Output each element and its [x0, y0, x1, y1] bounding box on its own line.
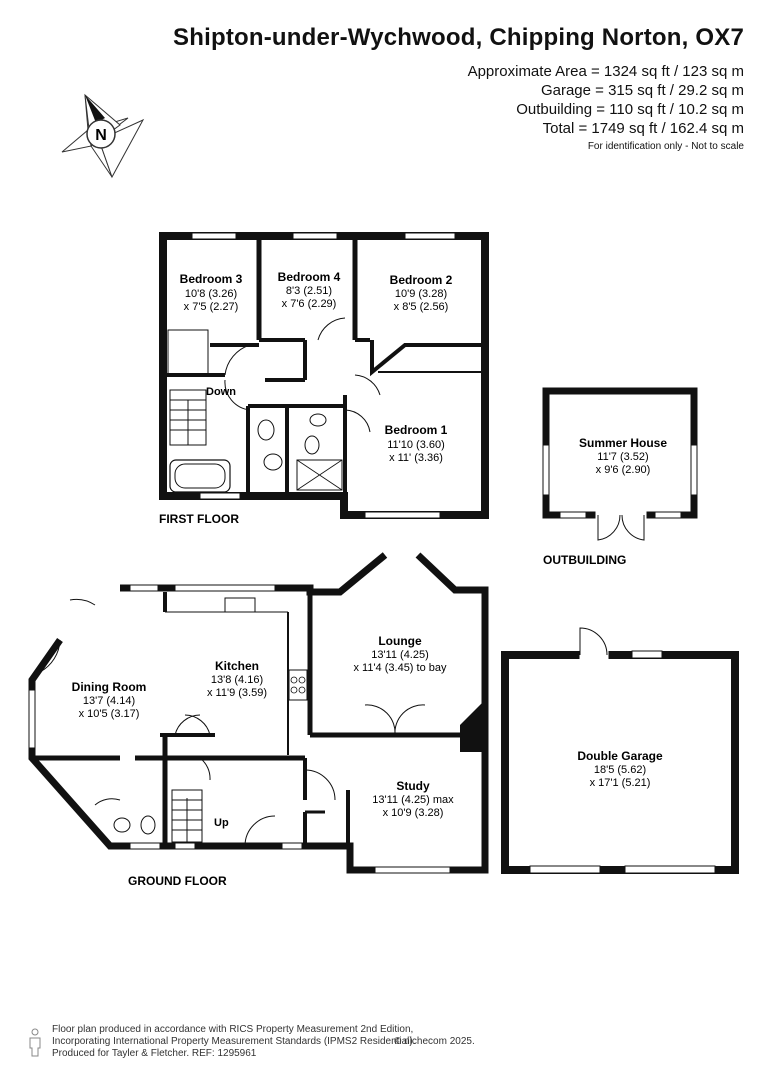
svg-text:10'8 (3.26): 10'8 (3.26) [185, 288, 237, 300]
svg-text:Study: Study [396, 779, 430, 793]
svg-text:Lounge: Lounge [378, 634, 422, 648]
svg-text:13'11 (4.25) max: 13'11 (4.25) max [372, 794, 454, 806]
garage-area: Garage = 315 sq ft / 29.2 sq m [540, 82, 744, 99]
stairs-up-label: Up [214, 817, 229, 829]
svg-text:18'5 (5.62): 18'5 (5.62) [594, 764, 646, 776]
room-study: Study 13'11 (4.25) max x 10'9 (3.28) [372, 779, 454, 819]
svg-text:x 9'6 (2.90): x 9'6 (2.90) [596, 464, 651, 476]
room-kitchen: Kitchen 13'8 (4.16) x 11'9 (3.59) [207, 659, 267, 699]
room-bedroom-3: Bedroom 3 10'8 (3.26) x 7'5 (2.27) [180, 272, 243, 313]
svg-text:x 11'9 (3.59): x 11'9 (3.59) [207, 687, 267, 699]
svg-text:x 10'5 (3.17): x 10'5 (3.17) [79, 708, 140, 720]
svg-text:13'7 (4.14): 13'7 (4.14) [83, 695, 135, 707]
first-floor-label: FIRST FLOOR [159, 512, 239, 526]
ground-floor-label: GROUND FLOOR [128, 874, 227, 888]
room-lounge: Lounge 13'11 (4.25) x 11'4 (3.45) to bay [353, 634, 447, 674]
svg-text:x 11' (3.36): x 11' (3.36) [389, 452, 443, 464]
footer-line-2: Incorporating International Property Mea… [52, 1036, 416, 1047]
footer-line-1: Floor plan produced in accordance with R… [52, 1024, 414, 1035]
stairs-down-label: Down [206, 386, 236, 398]
svg-text:Summer House: Summer House [579, 436, 667, 450]
footer: Floor plan produced in accordance with R… [52, 1024, 475, 1060]
svg-text:11'10 (3.60): 11'10 (3.60) [387, 439, 445, 451]
footer-line-3: Produced for Tayler & Fletcher. REF: 129… [52, 1048, 257, 1059]
footer-copyright: © nichecom 2025. [394, 1036, 475, 1047]
room-dining-room: Dining Room 13'7 (4.14) x 10'5 (3.17) [72, 680, 147, 720]
svg-text:Dining Room: Dining Room [72, 680, 147, 694]
svg-text:8'3 (2.51): 8'3 (2.51) [286, 285, 332, 297]
svg-text:13'8 (4.16): 13'8 (4.16) [211, 674, 263, 686]
room-bedroom-4: Bedroom 4 8'3 (2.51) x 7'6 (2.29) [278, 270, 341, 310]
svg-text:Kitchen: Kitchen [215, 659, 259, 673]
compass-letter: N [95, 127, 107, 144]
svg-text:x 7'5 (2.27): x 7'5 (2.27) [184, 301, 239, 313]
svg-text:Bedroom 1: Bedroom 1 [385, 423, 448, 437]
room-summer-house: Summer House 11'7 (3.52) x 9'6 (2.90) [579, 436, 667, 476]
approximate-area: Approximate Area = 1324 sq ft / 123 sq m [467, 63, 744, 80]
room-bedroom-2: Bedroom 2 10'9 (3.28) x 8'5 (2.56) [390, 273, 453, 313]
first-floor-plan [159, 232, 489, 519]
svg-text:Bedroom 4: Bedroom 4 [278, 270, 341, 284]
page-title: Shipton-under-Wychwood, Chipping Norton,… [173, 24, 744, 51]
garage-plan [501, 627, 739, 874]
svg-text:x 10'9 (3.28): x 10'9 (3.28) [383, 807, 444, 819]
compass-icon: N [61, 93, 145, 179]
room-double-garage: Double Garage 18'5 (5.62) x 17'1 (5.21) [577, 749, 663, 789]
svg-text:Bedroom 3: Bedroom 3 [180, 272, 243, 286]
ground-floor-plan [28, 552, 489, 874]
svg-text:13'11 (4.25): 13'11 (4.25) [371, 649, 429, 661]
svg-text:x 7'6 (2.29): x 7'6 (2.29) [282, 298, 337, 310]
svg-text:11'7 (3.52): 11'7 (3.52) [597, 451, 648, 463]
total-area: Total = 1749 sq ft / 162.4 sq m [542, 120, 744, 137]
outbuilding-label: OUTBUILDING [543, 553, 626, 567]
outbuilding-plan [542, 387, 698, 541]
svg-text:x 8'5 (2.56): x 8'5 (2.56) [394, 301, 449, 313]
svg-text:Double Garage: Double Garage [577, 749, 663, 763]
svg-text:x 17'1 (5.21): x 17'1 (5.21) [590, 777, 651, 789]
svg-text:Bedroom 2: Bedroom 2 [390, 273, 453, 287]
room-bedroom-1: Bedroom 1 11'10 (3.60) x 11' (3.36) [385, 423, 448, 464]
svg-text:x 11'4 (3.45) to bay: x 11'4 (3.45) to bay [353, 662, 447, 674]
person-info-icon [29, 1028, 41, 1057]
outbuilding-area: Outbuilding = 110 sq ft / 10.2 sq m [516, 101, 744, 118]
svg-text:10'9 (3.28): 10'9 (3.28) [395, 288, 447, 300]
disclaimer-note: For identification only - Not to scale [587, 141, 744, 152]
